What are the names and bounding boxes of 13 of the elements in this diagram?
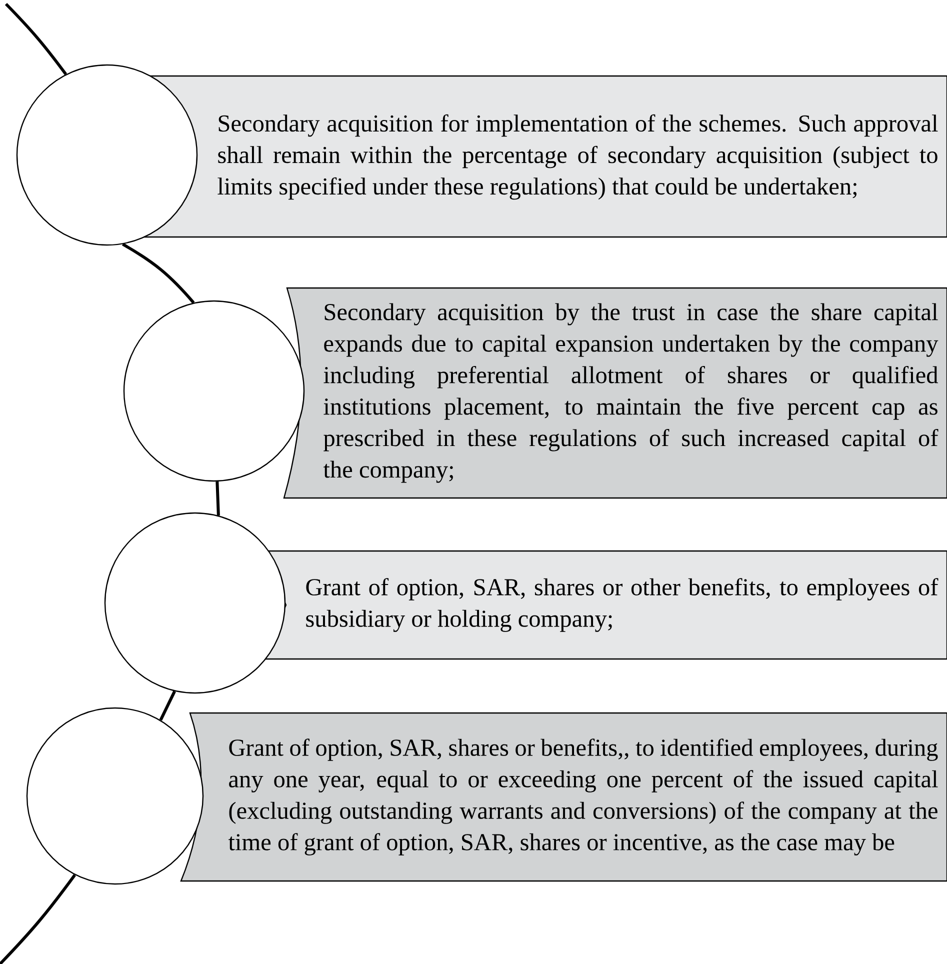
curved-line	[122, 242, 195, 304]
text-box: Secondary acquisition by the trust in case the share capital expands due to capital expansion undertaken by the company including preferential allotment of shares or qualified institutions placement, to maintain the five percent cap as prescribed in these regulations of such increased capital of the company;	[283, 287, 947, 499]
curved-line	[216, 482, 220, 516]
empty-circle	[123, 300, 305, 482]
empty-circle	[16, 64, 198, 246]
curved-line	[0, 874, 76, 964]
text-box: Grant of option, SAR, shares or other benefits, to employees of subsidiary or holding company;	[261, 550, 947, 660]
text-box: Grant of option, SAR, shares or benefits,, to identified employees, during any one year, equal to or exceeding one percent of the issued capital (excluding outstanding warrants and conversions) of the company at the time of grant of option, SAR, shares or incentive, as the case may be	[180, 712, 947, 882]
empty-circle	[26, 707, 204, 885]
text-box: Secondary acquisition for implementation of the schemes. Such approval shall remain within the percentage of secondary acquisition (subject to limits specified under these regulations) that could be undertaken;	[139, 75, 947, 238]
empty-circle	[104, 512, 286, 694]
curved-line	[159, 690, 176, 721]
curved-line	[4, 2, 68, 76]
